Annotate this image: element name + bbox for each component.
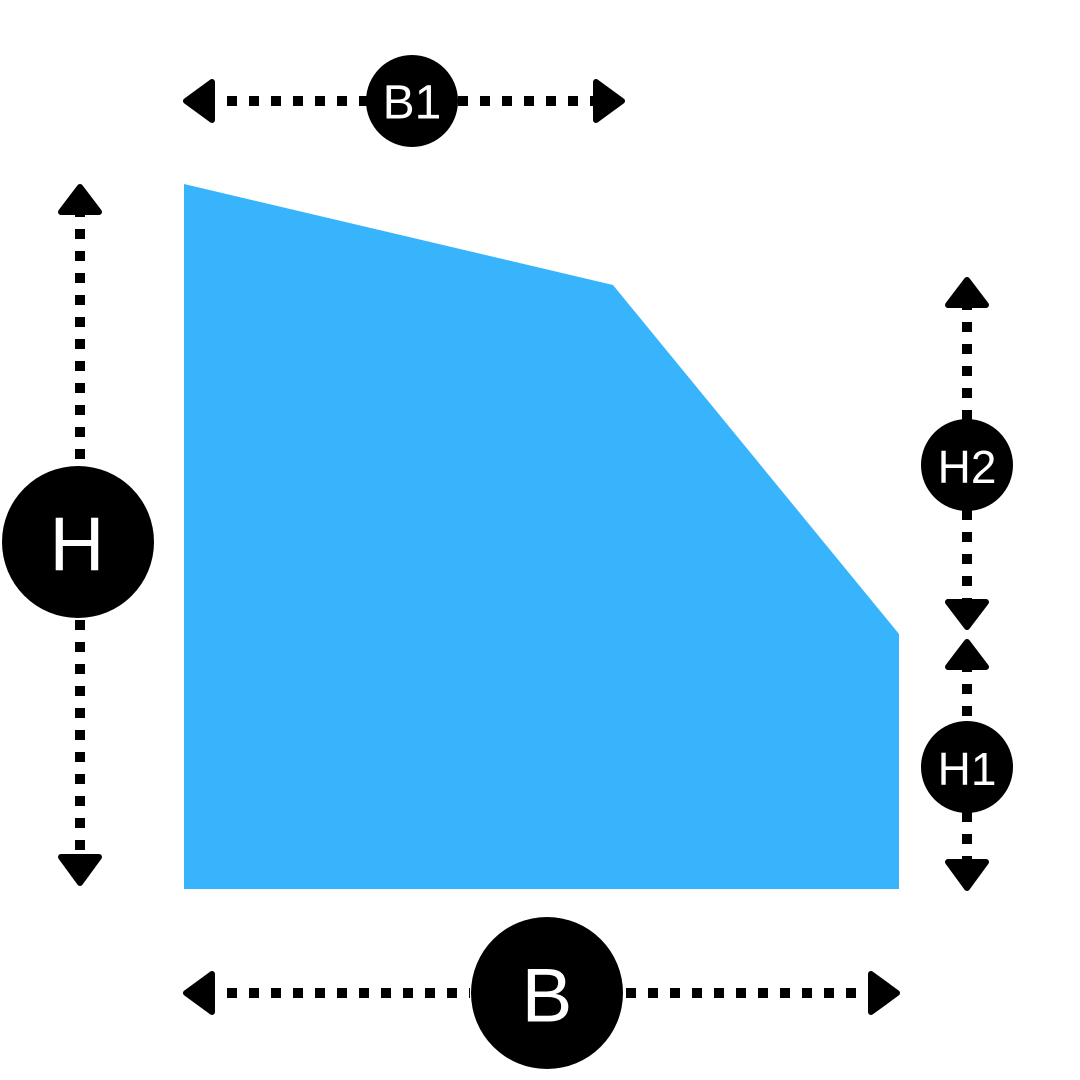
badge-h xyxy=(2,466,154,618)
dimension-h: H xyxy=(2,184,154,886)
badge-h1 xyxy=(921,721,1013,813)
arrow-right-icon xyxy=(868,971,900,1015)
dimension-b1: B1 xyxy=(183,55,625,147)
arrow-down-icon xyxy=(945,599,989,630)
label-h1: H1 xyxy=(938,743,997,795)
dimension-b: B xyxy=(183,917,900,1069)
arrow-down-icon xyxy=(58,854,102,886)
arrow-left-icon xyxy=(183,971,215,1015)
arrow-up-icon xyxy=(58,184,102,215)
arrow-left-icon xyxy=(183,79,215,123)
label-b1: B1 xyxy=(383,77,442,130)
blue-polygon-shape xyxy=(184,184,899,889)
arrow-down-icon xyxy=(945,859,989,891)
dimension-h1: H1 xyxy=(921,639,1013,891)
badge-h2 xyxy=(921,419,1013,511)
badge-b xyxy=(471,917,623,1069)
label-h2: H2 xyxy=(938,441,997,493)
dimension-h2: H2 xyxy=(921,277,1013,630)
label-h: H xyxy=(50,503,105,588)
label-b: B xyxy=(522,954,573,1039)
arrow-up-icon xyxy=(945,639,989,670)
badge-b1 xyxy=(366,55,458,147)
arrow-right-icon xyxy=(593,79,625,123)
arrow-up-icon xyxy=(945,277,989,308)
